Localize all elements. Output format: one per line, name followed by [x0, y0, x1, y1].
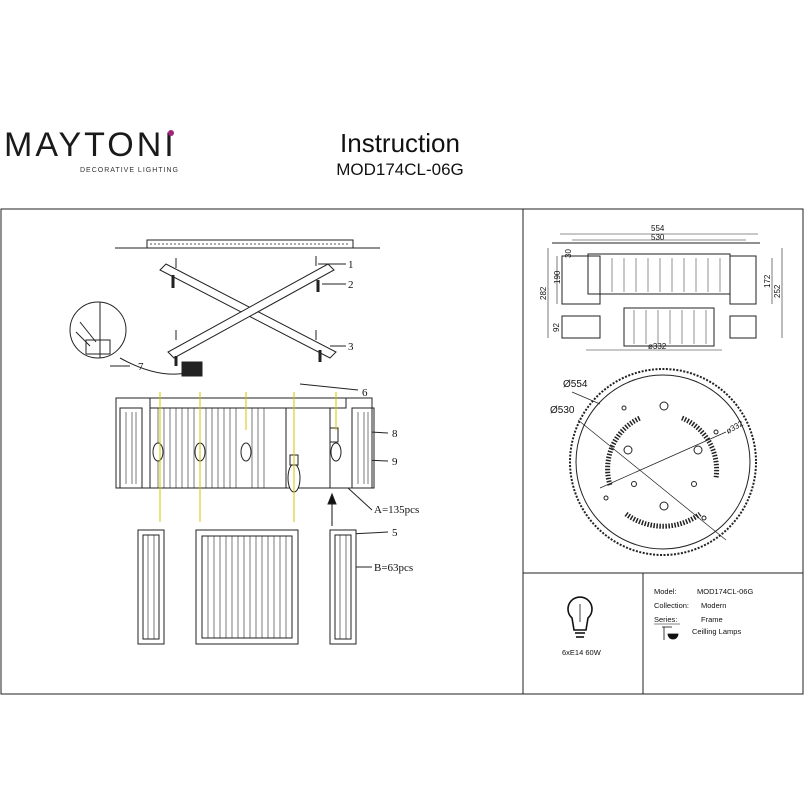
brand-tagline: DECORATIVE LIGHTING — [80, 167, 179, 174]
alignment-guides — [159, 392, 337, 522]
dim-height-92: 92 — [552, 323, 561, 332]
dim-width-332: ø332 — [648, 342, 667, 351]
dim-width-554: 554 — [651, 224, 665, 233]
brand-logo: MAYTONI DECORATIVE LIGHTING — [0, 126, 180, 178]
dim-height-282: 282 — [539, 286, 548, 300]
info-collection-value: Modern — [701, 601, 726, 610]
x-bracket — [159, 256, 337, 366]
dim-width-530: 530 — [651, 233, 665, 242]
crystal-count-b: B=63pcs — [374, 562, 413, 574]
lower-panels — [137, 529, 357, 645]
part-label-6: 6 — [362, 387, 368, 399]
crystal-count-a: A=135pcs — [374, 504, 419, 516]
info-series-key: Series: — [654, 615, 677, 624]
dim-diameter-554: Ø554 — [563, 379, 588, 390]
part-label-8: 8 — [392, 428, 398, 440]
dim-diameter-332: ø332 — [725, 419, 746, 436]
brand-name: MAYTONI — [4, 126, 177, 164]
dim-height-252: 252 — [773, 284, 782, 298]
dim-height-190: 190 — [553, 270, 562, 284]
part-label-7: 7 — [138, 361, 144, 373]
info-model-key: Model: — [654, 587, 677, 596]
part-label-3: 3 — [348, 341, 354, 353]
page-model: MOD174CL-06G — [336, 160, 464, 179]
side-view-dimensions — [547, 233, 783, 351]
part-label-2: 2 — [348, 279, 354, 291]
info-type-value: Ceilling Lamps — [692, 627, 741, 636]
insert-arrow-head — [327, 492, 337, 505]
bulb-icon — [567, 596, 593, 638]
dim-height-30: 30 — [564, 249, 573, 258]
info-series-value: Frame — [701, 615, 723, 624]
wiring-detail — [69, 301, 203, 377]
page-title: Instruction — [340, 128, 460, 158]
info-model-value: MOD174CL-06G — [697, 587, 753, 596]
assembly-view — [69, 239, 389, 645]
side-view — [552, 242, 760, 347]
info-collection-key: Collection: — [654, 601, 689, 610]
lower-panel-slats — [147, 535, 347, 639]
ceiling-lamp-icon — [662, 626, 679, 640]
part-label-5: 5 — [392, 527, 398, 539]
brand-dot-icon — [168, 130, 174, 136]
part-label-1: 1 — [348, 259, 354, 271]
sheet-frame — [0, 208, 804, 695]
part-label-9: 9 — [392, 456, 398, 468]
top-view — [569, 368, 757, 556]
bulb-spec: 6xE14 60W — [562, 648, 602, 657]
dim-height-172: 172 — [763, 274, 772, 288]
frame-slats — [125, 408, 369, 488]
dim-diameter-530: Ø530 — [550, 405, 575, 416]
side-view-slats — [599, 258, 721, 344]
